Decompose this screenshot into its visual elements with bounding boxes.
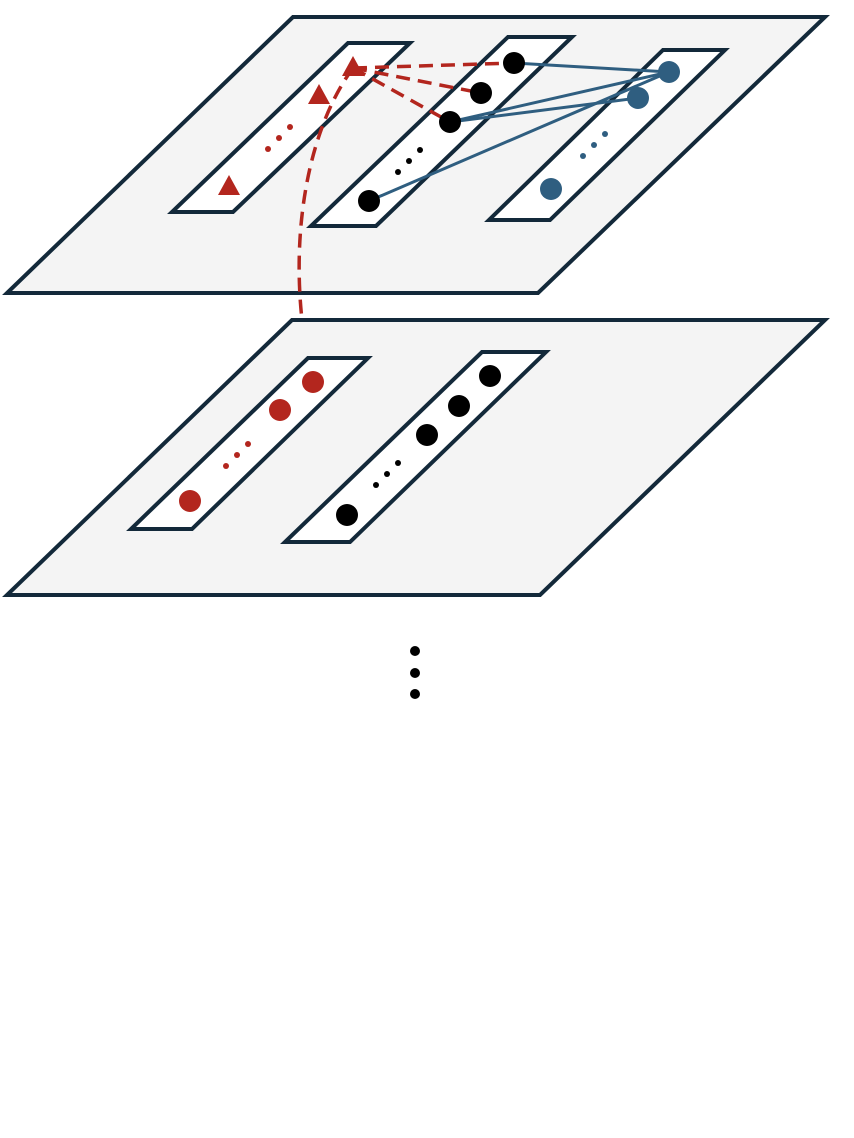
black-node	[358, 190, 380, 212]
red-node	[269, 399, 291, 421]
red-node	[179, 490, 201, 512]
black-nodes-top	[358, 52, 525, 212]
ellipsis-dot	[580, 153, 586, 159]
blue-edge	[368, 70, 670, 203]
triangle-node	[218, 175, 240, 195]
ellipsis-dot	[410, 689, 420, 699]
ellipsis-dot	[276, 135, 282, 141]
red-node	[302, 371, 324, 393]
black-node	[416, 424, 438, 446]
ellipsis-dot	[602, 131, 608, 137]
ellipsis-dot	[223, 463, 229, 469]
bottom-layer	[2, 318, 830, 597]
blue-node	[658, 61, 680, 83]
ellipsis-dot	[265, 146, 271, 152]
ellipsis-dot	[373, 482, 379, 488]
red-ellipsis	[223, 441, 251, 469]
blue-edge	[449, 70, 670, 124]
blue-edges	[368, 61, 670, 203]
triangle-ellipsis	[265, 124, 293, 152]
top-layer	[2, 15, 830, 383]
more-layers-ellipsis	[410, 646, 420, 699]
black-node	[503, 52, 525, 74]
black-node	[448, 395, 470, 417]
ellipsis-dot	[417, 147, 423, 153]
black-node	[336, 504, 358, 526]
ellipsis-dot	[410, 646, 420, 656]
ellipsis-dot	[406, 158, 412, 164]
triangle-nodes	[218, 56, 364, 195]
ellipsis-dot	[234, 452, 240, 458]
black-top-ellipsis	[395, 147, 423, 175]
black-node	[479, 365, 501, 387]
ellipsis-dot	[287, 124, 293, 130]
ellipsis-dot	[410, 668, 420, 678]
ellipsis-dot	[384, 471, 390, 477]
blue-nodes	[540, 61, 680, 200]
blue-edge	[449, 96, 639, 124]
blue-edge	[513, 61, 670, 74]
black-nodes-bottom	[336, 365, 501, 526]
black-bottom-ellipsis	[373, 460, 401, 488]
red-dashed-edge	[352, 66, 451, 124]
ellipsis-dot	[591, 142, 597, 148]
ellipsis-dot	[395, 169, 401, 175]
ellipsis-dot	[395, 460, 401, 466]
black-group-top-strip	[306, 35, 577, 228]
red-dashed-edges	[297, 61, 515, 383]
red-nodes	[179, 371, 324, 512]
ellipsis-dot	[245, 441, 251, 447]
red-dashed-edge	[352, 61, 515, 70]
black-node	[470, 82, 492, 104]
triangle-node	[308, 84, 330, 104]
blue-node	[540, 178, 562, 200]
black-group-bottom-strip	[280, 350, 551, 544]
triangle-node	[342, 56, 364, 76]
blue-ellipsis	[580, 131, 608, 159]
blue-node	[627, 87, 649, 109]
black-node	[439, 111, 461, 133]
